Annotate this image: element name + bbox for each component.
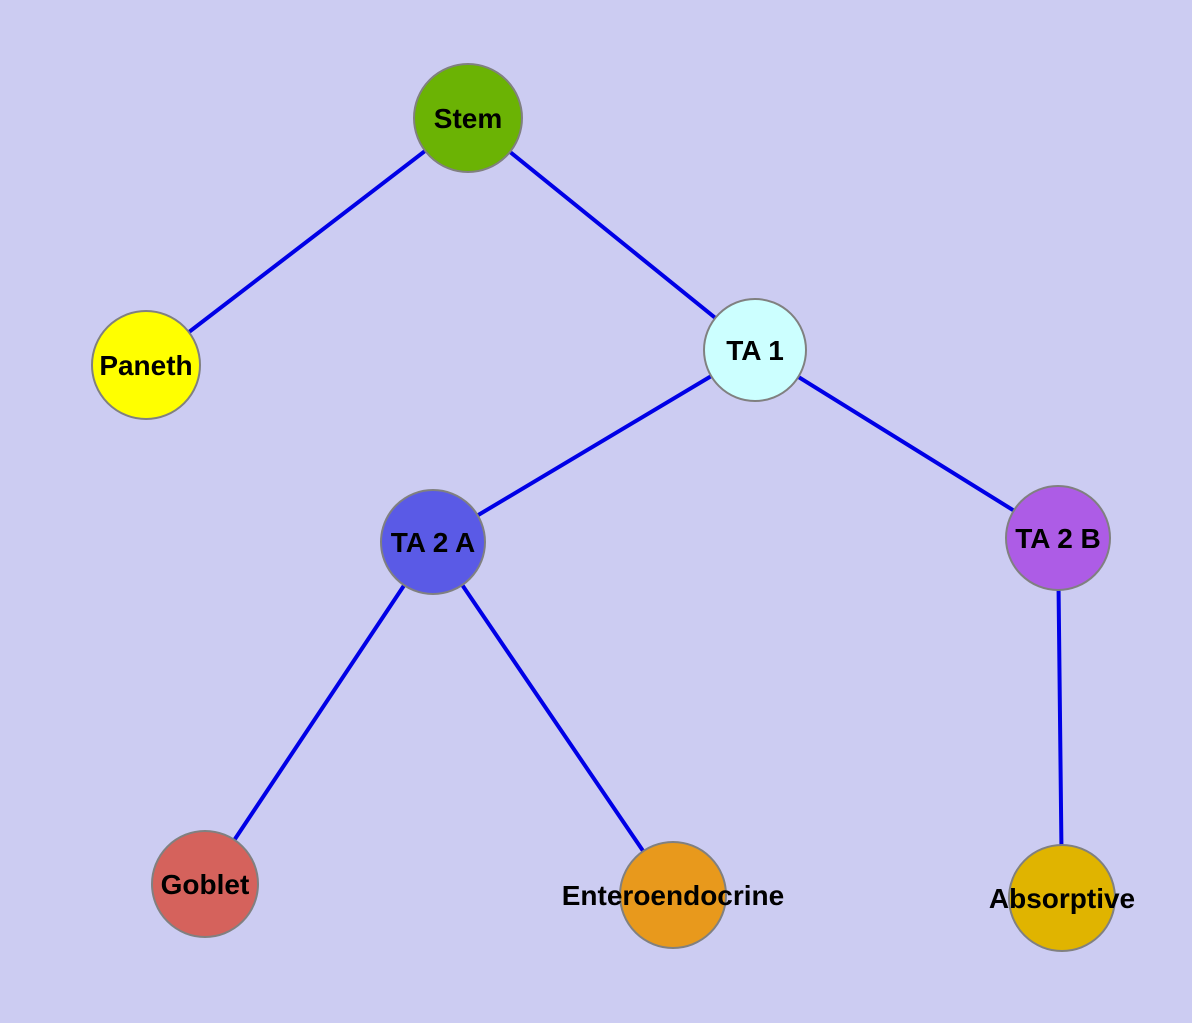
node-circle-paneth[interactable]	[91, 310, 201, 420]
edge-ta2a-to-enteroendocrine	[431, 540, 675, 897]
edge-ta2a-to-goblet	[203, 540, 435, 886]
node-absorptive[interactable]: Absorptive	[989, 844, 1135, 952]
node-enteroendocrine[interactable]: Enteroendocrine	[562, 841, 784, 949]
edge-ta2b-to-absorptive	[1056, 536, 1064, 900]
node-circle-enteroendocrine[interactable]	[619, 841, 727, 949]
node-circle-ta1[interactable]	[703, 298, 807, 402]
edge-ta1-to-ta2b	[753, 348, 1060, 540]
node-ta2a[interactable]: TA 2 A	[380, 489, 486, 595]
node-paneth[interactable]: Paneth	[91, 310, 201, 420]
node-circle-goblet[interactable]	[151, 830, 259, 938]
node-circle-ta2a[interactable]	[380, 489, 486, 595]
node-ta2b[interactable]: TA 2 B	[1005, 485, 1111, 591]
edge-ta1-to-ta2a	[431, 348, 757, 544]
edge-stem-to-paneth	[144, 116, 470, 367]
node-circle-absorptive[interactable]	[1008, 844, 1116, 952]
node-circle-stem[interactable]	[413, 63, 523, 173]
node-ta1[interactable]: TA 1	[703, 298, 807, 402]
node-goblet[interactable]: Goblet	[151, 830, 259, 938]
node-circle-ta2b[interactable]	[1005, 485, 1111, 591]
edge-stem-to-ta1	[466, 116, 757, 352]
node-stem[interactable]: Stem	[413, 63, 523, 173]
